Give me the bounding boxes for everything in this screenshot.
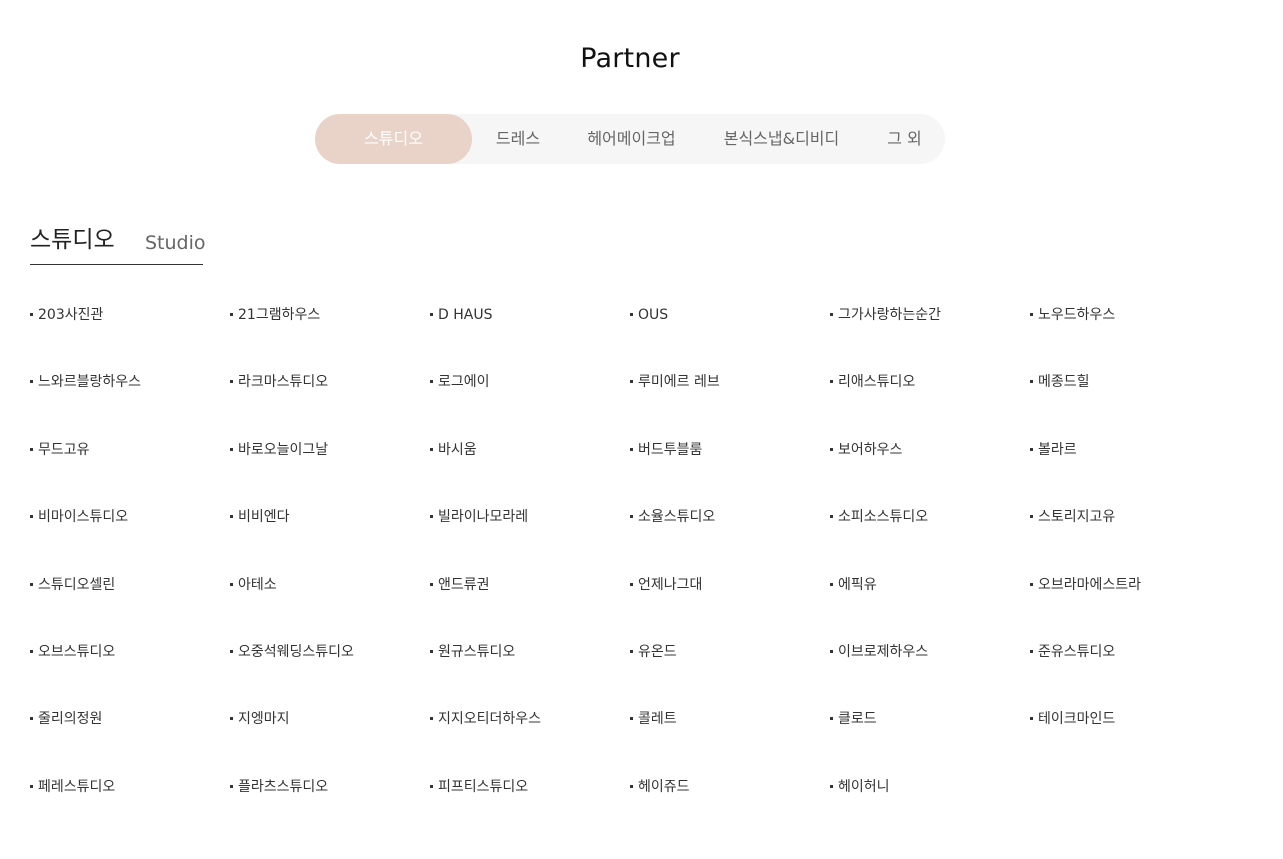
partner-link[interactable]: 줄리의정원 bbox=[30, 708, 230, 775]
partner-link[interactable]: 페레스튜디오 bbox=[30, 776, 230, 843]
tab-hair-makeup[interactable]: 헤어메이크업 bbox=[587, 129, 676, 148]
section-title: 스튜디오 bbox=[30, 227, 115, 253]
partner-link[interactable]: 빌라이나모라레 bbox=[430, 506, 630, 573]
partner-link[interactable]: 소피소스튜디오 bbox=[830, 506, 1030, 573]
partner-link[interactable]: 보어하우스 bbox=[830, 439, 1030, 506]
partner-link[interactable]: 클로드 bbox=[830, 708, 1030, 775]
partner-link[interactable]: 비비엔다 bbox=[230, 506, 430, 573]
page-title: Partner bbox=[580, 43, 680, 75]
partner-link[interactable]: 오브스튜디오 bbox=[30, 641, 230, 708]
partner-link[interactable]: 원규스튜디오 bbox=[430, 641, 630, 708]
partner-link[interactable]: 오중석웨딩스튜디오 bbox=[230, 641, 430, 708]
partner-link[interactable]: 아테소 bbox=[230, 574, 430, 641]
tab-snap-dvd[interactable]: 본식스냅&디비디 bbox=[723, 129, 840, 148]
partner-link[interactable]: 스토리지고유 bbox=[1030, 506, 1230, 573]
partner-link[interactable]: 바로오늘이그날 bbox=[230, 439, 430, 506]
partner-link[interactable]: 콜레트 bbox=[630, 708, 830, 775]
partner-link[interactable]: OUS bbox=[630, 304, 830, 371]
partner-link[interactable]: 소율스튜디오 bbox=[630, 506, 830, 573]
partner-link[interactable]: 플라츠스튜디오 bbox=[230, 776, 430, 843]
partner-link[interactable]: 메종드힐 bbox=[1030, 371, 1230, 438]
partner-link[interactable]: 에픽유 bbox=[830, 574, 1030, 641]
partner-link[interactable]: 이브로제하우스 bbox=[830, 641, 1030, 708]
partner-link[interactable]: 203사진관 bbox=[30, 304, 230, 371]
partner-link[interactable]: 느와르블랑하우스 bbox=[30, 371, 230, 438]
partner-link[interactable]: 21그램하우스 bbox=[230, 304, 430, 371]
section-subtitle: Studio bbox=[145, 232, 206, 254]
partner-link[interactable]: 피프티스튜디오 bbox=[430, 776, 630, 843]
partner-link[interactable]: 바시움 bbox=[430, 439, 630, 506]
tab-others[interactable]: 그 외 bbox=[887, 129, 922, 148]
partner-link[interactable]: 버드투블룸 bbox=[630, 439, 830, 506]
partner-link[interactable]: 루미에르 레브 bbox=[630, 371, 830, 438]
tab-studio[interactable]: 스튜디오 bbox=[315, 114, 472, 164]
category-tab-bar: 스튜디오 드레스 헤어메이크업 본식스냅&디비디 그 외 bbox=[315, 114, 945, 164]
partner-link[interactable]: 스튜디오셀린 bbox=[30, 574, 230, 641]
partner-link[interactable]: 로그에이 bbox=[430, 371, 630, 438]
partner-link[interactable]: 지지오티더하우스 bbox=[430, 708, 630, 775]
partner-link[interactable]: 라크마스튜디오 bbox=[230, 371, 430, 438]
partner-link[interactable]: 언제나그대 bbox=[630, 574, 830, 641]
partner-link[interactable]: 헤이쥬드 bbox=[630, 776, 830, 843]
partner-link[interactable]: 무드고유 bbox=[30, 439, 230, 506]
partner-link[interactable]: 비마이스튜디오 bbox=[30, 506, 230, 573]
partner-link[interactable]: 볼라르 bbox=[1030, 439, 1230, 506]
partner-link[interactable]: 리애스튜디오 bbox=[830, 371, 1030, 438]
partner-link[interactable]: 오브라마에스트라 bbox=[1030, 574, 1230, 641]
section-heading: 스튜디오 Studio bbox=[30, 224, 206, 265]
partner-link[interactable]: 준유스튜디오 bbox=[1030, 641, 1230, 708]
tab-dress[interactable]: 드레스 bbox=[495, 129, 541, 148]
partner-link[interactable]: 앤드류권 bbox=[430, 574, 630, 641]
partner-link[interactable]: 그가사랑하는순간 bbox=[830, 304, 1030, 371]
partner-link[interactable]: 지엥마지 bbox=[230, 708, 430, 775]
partner-link[interactable]: 테이크마인드 bbox=[1030, 708, 1230, 775]
partner-link[interactable]: D HAUS bbox=[430, 304, 630, 371]
partner-link[interactable]: 헤이허니 bbox=[830, 776, 1030, 843]
partner-link[interactable]: 노우드하우스 bbox=[1030, 304, 1230, 371]
partner-link[interactable]: 유온드 bbox=[630, 641, 830, 708]
